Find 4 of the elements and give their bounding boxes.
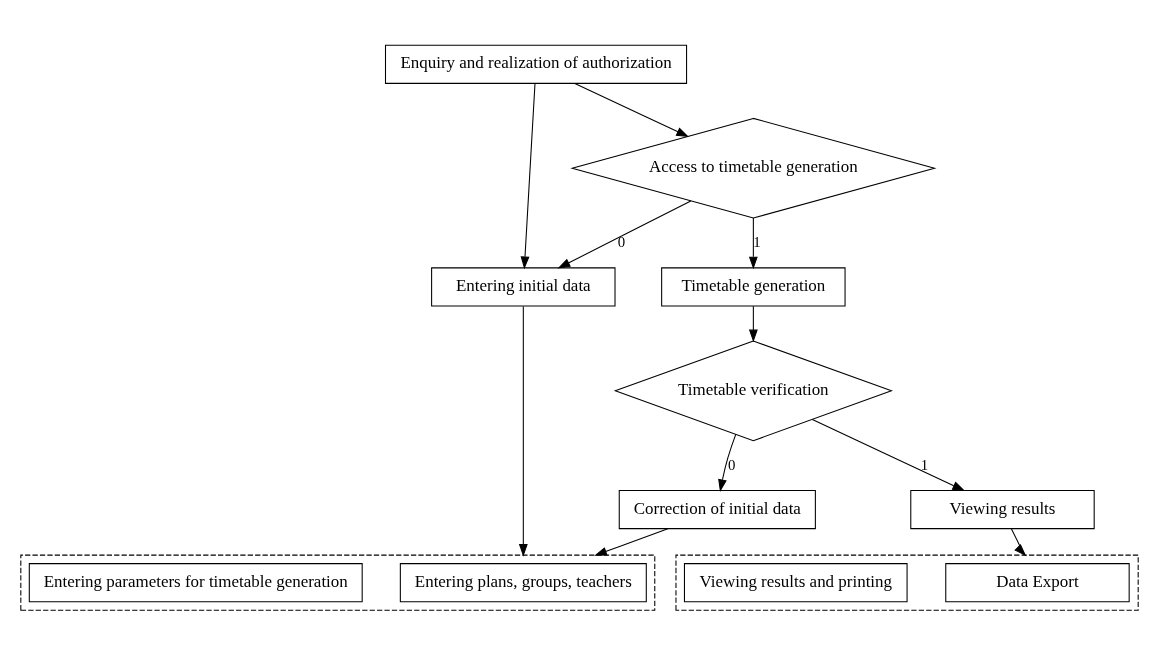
edge-label: 0 — [727, 456, 736, 473]
edge-label: 0 — [617, 233, 626, 250]
edge-label: 1 — [920, 456, 929, 473]
edge-label: 1 — [753, 233, 761, 250]
